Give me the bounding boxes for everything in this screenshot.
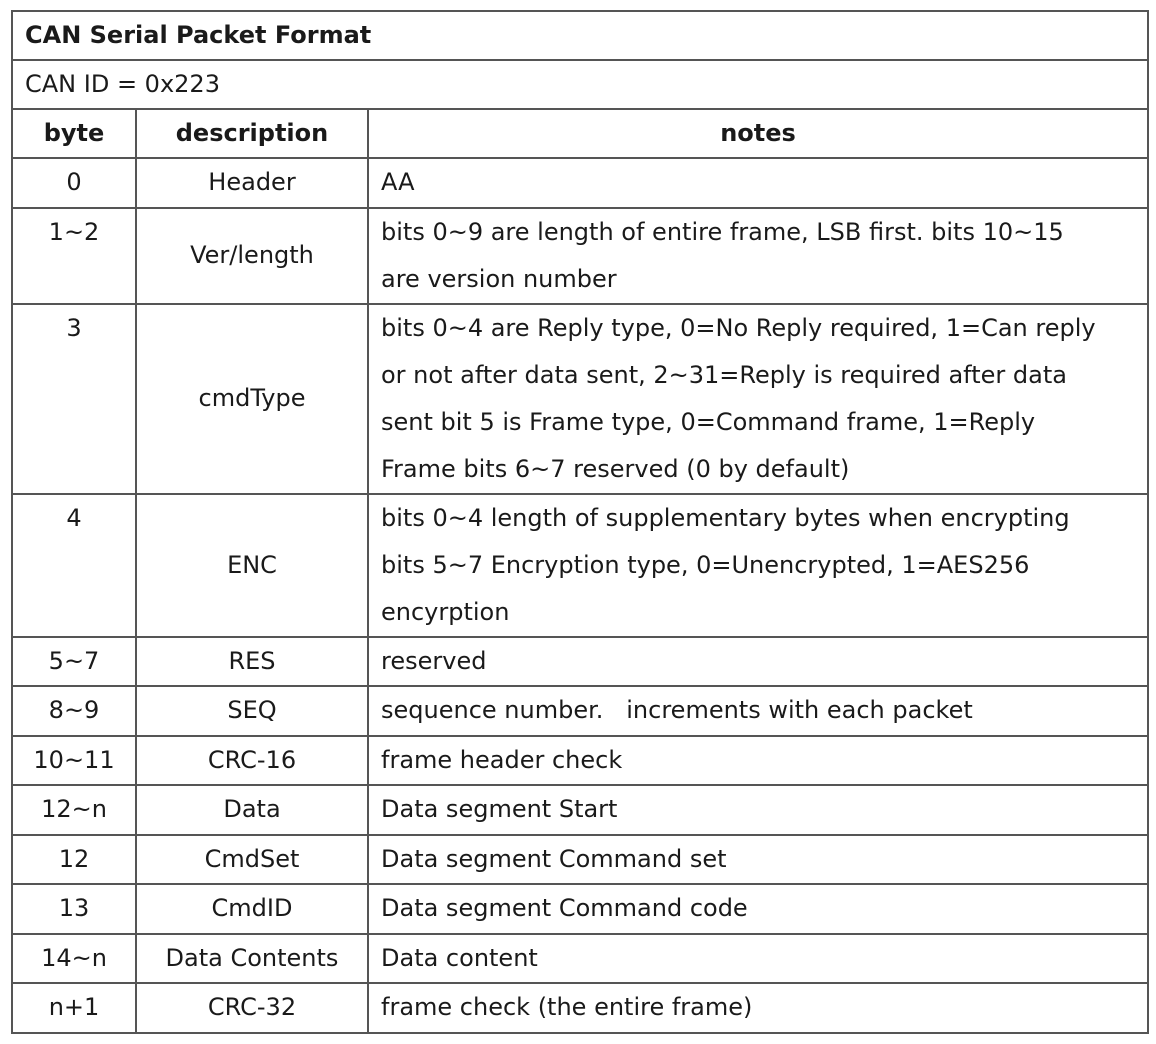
can-packet-table: CAN Serial Packet Format CAN ID = 0x223 … [10,10,1150,1034]
notes-line: bits 5~7 Encryption type, 0=Unencrypted,… [381,550,1030,579]
cell-notes: bits 0~4 length of supplementary bytes w… [366,492,1150,638]
notes-line: Data segment Command code [381,894,748,923]
notes-line: bits 0~4 length of supplementary bytes w… [381,503,1070,532]
notes-line: bits 0~4 are Reply type, 0=No Reply requ… [381,313,1096,342]
cell-byte: 4 [11,492,137,638]
notes-line: sent bit 5 is Frame type, 0=Command fram… [381,407,1036,436]
cell-description: Data Contents [135,932,369,984]
cell-notes: Data segment Command set [366,833,1150,885]
cell-notes: Data segment Start [366,784,1150,836]
notes-line: are version number [381,264,617,293]
cell-byte: 12~n [11,784,137,836]
cell-byte: 14~n [11,932,137,984]
notes-line: AA [381,168,415,197]
header-description: description [135,108,369,159]
notes-line: Data content [381,943,538,972]
cell-description: CRC-16 [135,734,369,786]
cell-byte: 0 [11,157,137,209]
cell-byte: 13 [11,883,137,935]
notes-line: frame header check [381,745,623,774]
cell-byte: 8~9 [11,685,137,737]
cell-description: CmdSet [135,833,369,885]
cell-description: RES [135,635,369,687]
cell-description: CmdID [135,883,369,935]
header-notes: notes [366,108,1150,159]
cell-description: Data [135,784,369,836]
title-row: CAN Serial Packet Format [10,10,1150,61]
cell-byte: 10~11 [11,734,137,786]
cell-description: SEQ [135,685,369,737]
table-title: CAN Serial Packet Format [10,10,1150,61]
header-byte: byte [11,108,137,159]
notes-line: frame check (the entire frame) [381,993,753,1022]
cell-notes: frame check (the entire frame) [366,982,1150,1034]
cell-byte: 1~2 [11,206,137,305]
can-id: CAN ID = 0x223 [10,59,1150,110]
notes-line: bits 0~9 are length of entire frame, LSB… [381,217,1064,246]
notes-line: Frame bits 6~7 reserved (0 by default) [381,454,850,483]
notes-line: sequence number. increments with each pa… [381,696,973,725]
notes-line: reserved [381,646,487,675]
cell-description: CRC-32 [135,982,369,1034]
header-row: byte description notes [11,108,1150,159]
cell-notes: frame header check [366,734,1150,786]
cell-notes: Data segment Command code [366,883,1150,935]
cell-description: Header [135,157,369,209]
notes-line: encyrption [381,597,510,626]
cell-notes: AA [366,157,1150,209]
cell-byte: 5~7 [11,635,137,687]
can-id-row: CAN ID = 0x223 [10,59,1150,110]
notes-line: Data segment Start [381,795,618,824]
cell-notes: bits 0~4 are Reply type, 0=No Reply requ… [366,302,1150,495]
cell-description: ENC [135,492,369,638]
cell-byte: 12 [11,833,137,885]
cell-byte: 3 [11,302,137,495]
cell-description: cmdType [135,302,369,495]
cell-byte: n+1 [11,982,137,1034]
notes-line: Data segment Command set [381,844,727,873]
cell-notes: reserved [366,635,1150,687]
cell-notes: bits 0~9 are length of entire frame, LSB… [366,206,1150,305]
notes-line: or not after data sent, 2~31=Reply is re… [381,360,1067,389]
cell-description: Ver/length [135,206,369,305]
cell-notes: sequence number. increments with each pa… [366,685,1150,737]
cell-notes: Data content [366,932,1150,984]
